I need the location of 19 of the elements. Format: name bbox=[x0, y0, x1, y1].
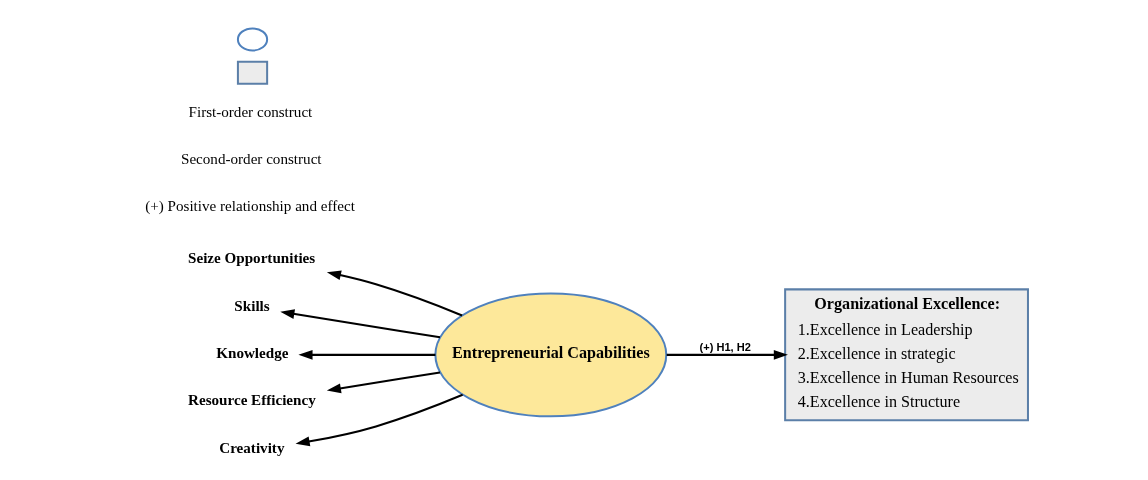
edge-label: (+) H1, H2 bbox=[698, 340, 751, 353]
node-text: Skills bbox=[233, 297, 270, 314]
node-text: Resource Efficiency bbox=[187, 392, 316, 409]
arrow bbox=[666, 349, 788, 360]
legend-label: Second-order construct bbox=[180, 150, 322, 167]
node-text: Seize Opportunities bbox=[187, 250, 315, 267]
arrow bbox=[326, 371, 440, 394]
node-box: Organizational Excellence: 1.Excellence in Leadership 2.Excellence in strategic 3.Excellence in Human Resources 4.Excellence in Structure bbox=[783, 288, 1029, 422]
arrow bbox=[279, 309, 440, 339]
arrow bbox=[295, 393, 463, 447]
label: (+) Positive relationship and effect bbox=[144, 198, 355, 215]
arrow bbox=[297, 349, 435, 360]
legend-label: First-order construct bbox=[188, 103, 312, 120]
arrow bbox=[326, 270, 462, 317]
node-text: Knowledge bbox=[215, 344, 288, 361]
node-ellipse: Entrepreneurial Capabilities bbox=[433, 292, 667, 418]
node-circle bbox=[236, 27, 268, 52]
node-box bbox=[236, 60, 268, 85]
node-text: Creativity bbox=[218, 439, 284, 456]
